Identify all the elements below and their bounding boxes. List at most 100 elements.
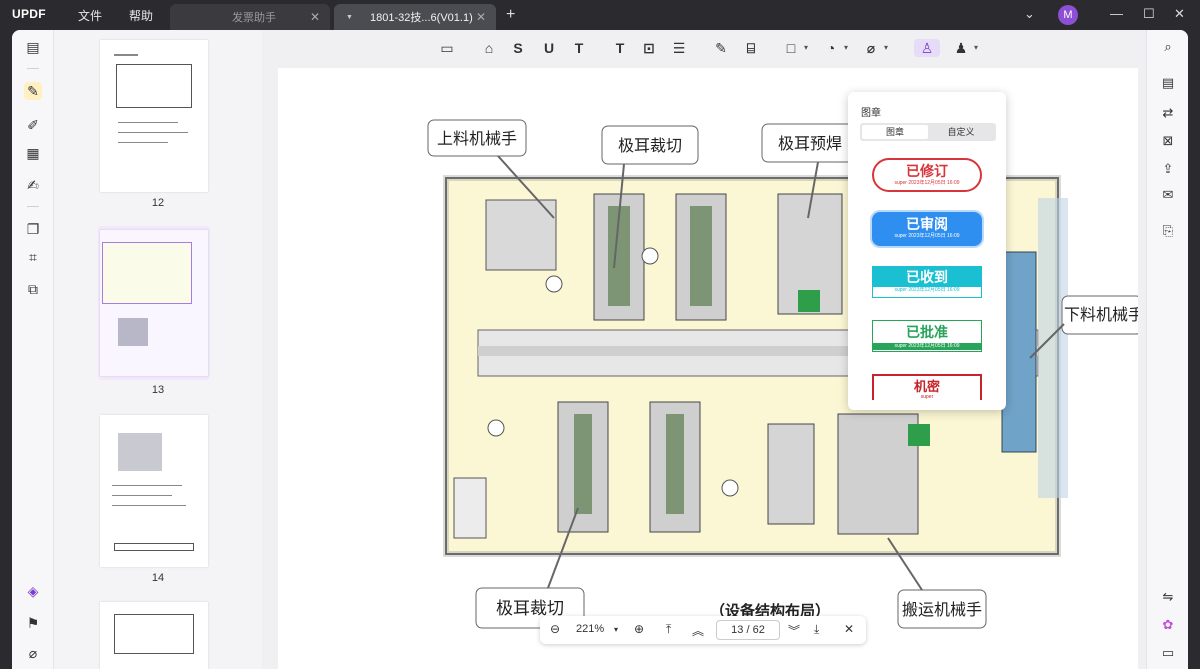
protect-icon[interactable]: ⊠	[1162, 133, 1174, 148]
stamp-reviewed[interactable]: 已审阅 super 2023年12月05日 16:09	[872, 212, 982, 246]
stamp-approved[interactable]: 已批准 super 2023年12月05日 16:09	[872, 320, 982, 352]
pencil-icon[interactable]: ✎	[715, 40, 727, 56]
text-callout-icon[interactable]: ☰	[672, 40, 686, 56]
share-icon[interactable]: ⇪	[1162, 161, 1174, 176]
loading-robot	[485, 199, 557, 271]
thumb-table	[114, 614, 194, 654]
comments-panel-icon[interactable]: ▭	[1161, 645, 1175, 660]
chevron-down-icon[interactable]: ⌄	[1024, 6, 1035, 21]
layers-icon[interactable]: ◈	[27, 583, 39, 599]
chevron-down-icon[interactable]: ▾	[973, 43, 978, 52]
crop-icon[interactable]: ⌗	[29, 249, 37, 265]
underline-icon[interactable]: U	[543, 40, 555, 56]
attachment-icon[interactable]: ⌀	[28, 645, 38, 661]
page-thumbnail[interactable]	[100, 415, 208, 567]
email-icon[interactable]: ✉	[1162, 187, 1174, 202]
close-icon[interactable]: ✕	[309, 10, 320, 24]
sticker-icon[interactable]: ◔	[826, 40, 836, 56]
pdf-page[interactable]: 上料机械手 极耳裁切 极耳预焊 下料机械手 极耳裁切 搬运机械手 （设备结构布局…	[278, 68, 1144, 669]
squiggly-icon[interactable]: T	[574, 40, 584, 56]
page-thumbnail[interactable]	[100, 40, 208, 192]
stamp-revised[interactable]: 已修订 super 2023年12月05日 16:09	[872, 158, 982, 192]
first-page-icon[interactable]: ⤒	[666, 622, 672, 636]
document-viewer: ▭ ⌂ S U T T ⊡ ☰ ✎ ⌸ □ ▾ ◔ ▾ ⌀ ▾ ♙ ♟ ▾	[262, 30, 1146, 669]
menu-help[interactable]: 帮助	[129, 9, 154, 23]
stamp-text: 已审阅	[906, 216, 948, 232]
organize-pages-icon[interactable]: ❐	[26, 221, 40, 237]
stamp-panel: 图章 图章 自定义 已修订 super 2023年12月05日 16:09 已审…	[848, 92, 1006, 410]
menu-file[interactable]: 文件	[78, 9, 103, 23]
chevron-down-icon[interactable]: ▾	[803, 43, 808, 52]
page-thumbnail[interactable]	[100, 602, 208, 669]
fill-sign-icon[interactable]: ✍	[27, 177, 39, 193]
close-icon[interactable]: ✕	[475, 10, 486, 24]
callout-box	[427, 119, 527, 157]
stamp-tabs: 图章 自定义	[860, 123, 996, 141]
app-logo[interactable]: UPDF	[12, 7, 46, 21]
cutter-blade	[690, 206, 712, 306]
comment-icon[interactable]: ▭	[440, 40, 454, 56]
bookmark-icon[interactable]: ⚑	[26, 615, 40, 631]
chevron-down-icon[interactable]: ▾	[614, 625, 619, 634]
attachment-icon[interactable]: ⌀	[866, 40, 876, 56]
page-thumbnail-selected[interactable]	[100, 230, 208, 376]
translate-icon[interactable]: ⇋	[1162, 589, 1174, 604]
thumbnail-page-number: 14	[151, 572, 165, 584]
previous-page-icon[interactable]: ︽	[692, 624, 705, 638]
close-navigation-icon[interactable]: ✕	[844, 622, 855, 636]
chevron-down-icon[interactable]: ▾	[843, 43, 848, 52]
text-box-icon[interactable]: ⊡	[643, 40, 655, 56]
stamp-received[interactable]: 已收到 super 2023年12月05日 16:09	[872, 266, 982, 298]
reader-icon[interactable]: ▤	[26, 39, 40, 55]
stamp-icon[interactable]: ♙	[914, 39, 940, 57]
callout-label: 下料机械手	[1064, 306, 1138, 324]
left-toolbar: ▤ ✎ ✐ ▦ ✍ ❐ ⌗ ⧉ ◈ ⚑ ⌀	[12, 30, 54, 669]
search-icon[interactable]: ⌕	[1164, 39, 1172, 54]
chevron-down-icon[interactable]: ▼	[346, 13, 353, 21]
text-comment-icon[interactable]: T	[615, 40, 625, 56]
callout-leader	[807, 161, 819, 219]
avatar[interactable]: M	[1058, 5, 1078, 25]
zoom-in-icon[interactable]: ⊕	[634, 622, 645, 636]
minimize-button[interactable]: —	[1110, 6, 1123, 21]
thumbnail-panel: 12 13 14	[54, 30, 262, 669]
tab-document[interactable]: ▼ 1801-32技...6(V01.1) ✕	[334, 4, 496, 30]
tab-invoice-assistant[interactable]: 发票助手 ✕	[170, 4, 330, 30]
tab-custom[interactable]: 自定义	[947, 127, 975, 137]
last-page-icon[interactable]: ⤓	[814, 622, 820, 636]
ai-assistant-icon[interactable]: ✿	[1162, 617, 1174, 632]
right-toolbar: ⌕ ▤ ⇄ ⊠ ⇪ ✉ ⎘ ⇋ ✿ ▭	[1146, 30, 1188, 669]
form-icon[interactable]: ▦	[26, 145, 40, 161]
convert-icon[interactable]: ⧉	[28, 281, 38, 297]
comment-highlight-icon[interactable]: ✎	[24, 82, 42, 100]
transfer-unit	[767, 423, 815, 525]
chevron-down-icon[interactable]: ▾	[883, 43, 888, 52]
edit-text-icon[interactable]: ✐	[27, 117, 39, 133]
callout-label: 极耳预焊	[778, 135, 842, 153]
strikethrough-icon[interactable]: S	[513, 40, 523, 56]
highlight-icon[interactable]: ⌂	[484, 40, 494, 56]
stamp-text: 已收到	[873, 267, 981, 287]
ocr-icon[interactable]: ▤	[1161, 75, 1175, 90]
close-window-button[interactable]: ✕	[1174, 6, 1185, 21]
save-icon[interactable]: ⎘	[1162, 223, 1174, 238]
convert-pdf-icon[interactable]: ⇄	[1162, 105, 1174, 120]
shape-icon[interactable]: □	[786, 40, 796, 56]
stamp-subtext: super 2023年12月05日 16:09	[894, 287, 960, 293]
stamp-subtext: super 2023年12月05日 16:09	[894, 233, 960, 239]
stamp-text: 已修订	[906, 163, 948, 179]
zoom-out-icon[interactable]: ⊖	[550, 622, 561, 636]
next-page-icon[interactable]: ︾	[788, 624, 801, 638]
maximize-button[interactable]: ☐	[1143, 6, 1155, 21]
eraser-icon[interactable]: ⌸	[746, 40, 756, 56]
page-number-field[interactable]: 13 / 62	[716, 620, 780, 640]
zoom-level[interactable]: 221%	[576, 623, 605, 635]
equipment-layout-figure: 上料机械手 极耳裁切 极耳预焊 下料机械手 极耳裁切 搬运机械手 （设备结构布局…	[427, 119, 1144, 629]
stamp-confidential[interactable]: 机密 super	[872, 374, 982, 400]
add-tab-icon[interactable]: +	[506, 6, 516, 23]
tab-stamps[interactable]: 图章	[862, 125, 928, 139]
signature-icon[interactable]: ♟	[954, 40, 968, 56]
thumb-line	[112, 505, 186, 506]
thumb-line	[112, 485, 182, 486]
divider	[27, 68, 39, 69]
